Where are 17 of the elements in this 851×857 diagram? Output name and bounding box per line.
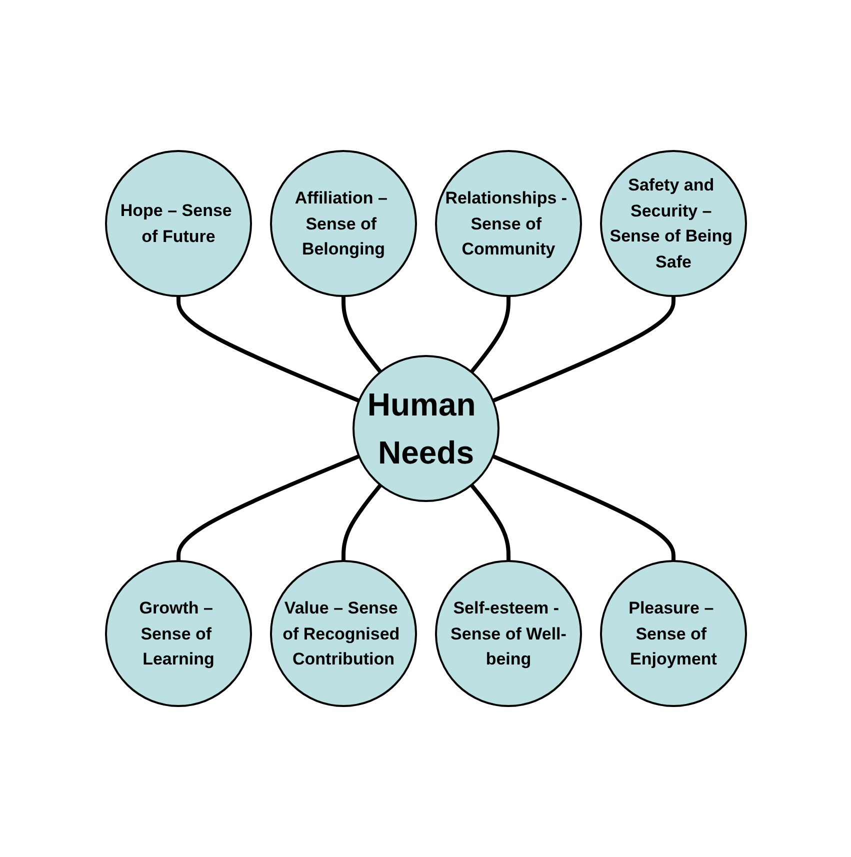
node-circle: Value – Sense of Recognised Contribution (270, 560, 416, 707)
node-circle: Hope – Sense of Future (104, 150, 252, 297)
connector (341, 296, 382, 374)
node-circle: Safety and Security – Sense of Being Safe (600, 150, 746, 297)
node-circle: Relationships - Sense of Community (434, 150, 582, 297)
connector (469, 296, 510, 374)
connector (492, 454, 675, 561)
node-circle: Self-esteem - Sense of Well-being (434, 560, 582, 707)
connector (176, 454, 360, 561)
node-circle: Human Needs (352, 355, 499, 502)
node-circle: Affiliation – Sense of Belonging (270, 150, 416, 297)
connector (492, 296, 675, 403)
node-circle: Pleasure – Sense of Enjoyment (600, 560, 746, 707)
connector (341, 484, 382, 561)
connector (176, 296, 360, 403)
node-circle: Growth – Sense of Learning (104, 560, 252, 707)
connector (469, 484, 510, 561)
